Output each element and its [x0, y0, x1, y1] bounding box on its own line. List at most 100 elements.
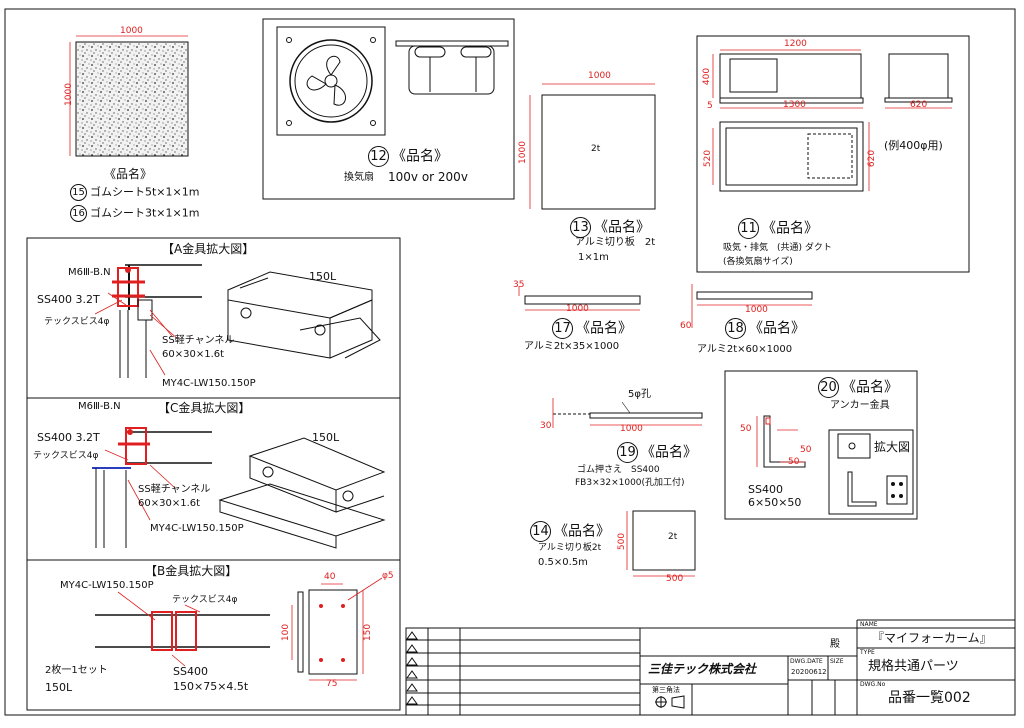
dim-100: 100 [281, 623, 292, 642]
drawing-type: 規格共通パーツ [868, 659, 959, 674]
dim-5: 5 [707, 101, 713, 111]
detail-b-frame [26, 559, 401, 711]
detail-b-ss400: SS400 [173, 665, 208, 678]
dim-50-a: 50 [740, 424, 752, 434]
dim-height-15: 1000 [63, 83, 74, 106]
anchor-bracket-drawing [724, 370, 918, 520]
part-17-heading: 17《品名》 [552, 318, 632, 339]
dwg-date-label: DWG.DATE [790, 658, 823, 665]
type-label: TYPE [860, 649, 875, 656]
part-11-heading: 11《品名》 [738, 218, 818, 239]
detail-a-tex: テックスビス4φ [44, 317, 110, 327]
part-number-badge: 17 [552, 318, 573, 339]
detail-a-m6: M6Ⅲ-B.N [68, 267, 111, 278]
part-18-label: 《品名》 [749, 320, 805, 337]
part-19-heading: 19《品名》 [617, 442, 697, 463]
detail-c-tex: テックスビス4φ [33, 451, 99, 461]
detail-a-drawing [94, 264, 381, 378]
part-number-badge: 14 [530, 521, 551, 542]
part-11-desc2: (各換気扇サイズ) [723, 257, 793, 267]
detail-c-chan2: 60×30×1.6t [138, 498, 201, 509]
dim-75: 75 [326, 679, 338, 689]
dwg-date: 20200612 [791, 668, 827, 676]
part-11-label: 《品名》 [762, 220, 818, 237]
dim-17-length: 1000 [566, 304, 589, 314]
detail-c-length: 150L [312, 431, 340, 444]
dim-400: 400 [702, 67, 713, 86]
part-20-zoom: 拡大図 [874, 440, 911, 454]
part-13-heading: 13《品名》 [570, 217, 650, 238]
dim-19-length: 1000 [620, 424, 643, 434]
part-20-heading: 20《品名》 [818, 377, 898, 398]
dim-phi5: φ5 [382, 571, 394, 581]
part-12-volt: 100v or 200v [388, 170, 468, 184]
dim-500-bottom: 500 [666, 574, 684, 584]
part-14-desc1: アルミ切り板2t [538, 543, 602, 553]
dim-60: 60 [680, 321, 692, 331]
detail-a-title: 【A金具拡大図】 [162, 242, 255, 256]
part-18-desc: アルミ2t×60×1000 [697, 344, 793, 355]
part-label-15-16: 《品名》 [104, 167, 153, 181]
dim-width-15: 1000 [120, 26, 143, 36]
alu-plate-13-drawing [529, 83, 656, 210]
name-label: NAME [860, 621, 878, 628]
part-18-heading: 18《品名》 [725, 318, 805, 339]
detail-a-ss400: SS400 3.2T [37, 293, 100, 306]
detail-b-my4c: MY4C-LW150.150P [60, 580, 154, 591]
rubber-sheet-drawing [69, 35, 189, 157]
dim-620-top: 620 [910, 100, 928, 110]
part-20-label: 《品名》 [842, 379, 898, 396]
size-label: SIZE [830, 658, 844, 665]
dim-width-13: 1000 [588, 71, 611, 81]
detail-b-title: 【B金具拡大図】 [145, 564, 238, 578]
dim-40: 40 [324, 572, 336, 582]
part-14-label: 《品名》 [554, 523, 610, 540]
alu-strip-17-drawing [518, 286, 641, 311]
detail-b-set: 2枚一1セット [45, 665, 108, 676]
part-13-center: 2t [591, 144, 601, 154]
drawing-name: 『マイフォーカーム』 [872, 631, 992, 645]
part-13-desc2: 1×1m [578, 252, 609, 263]
drawing-number: 品番一覧002 [888, 690, 971, 706]
dim-1200: 1200 [784, 39, 807, 49]
part-12-label: 《品名》 [392, 148, 448, 165]
part-11-note: (例400φ用) [884, 139, 943, 152]
dim-50-c: 50 [788, 457, 800, 467]
detail-c-chan1: SS軽チャンネル [138, 484, 211, 495]
detail-c-frame [26, 397, 401, 561]
part-14-desc2: 0.5×0.5m [538, 557, 588, 568]
part-20-desc: アンカー金具 [830, 400, 890, 411]
part-16-name: ゴムシート3t×1×1m [90, 206, 200, 220]
detail-c-title: 【C金具拡大図】 [158, 401, 251, 415]
part-15-name: ゴムシート5t×1×1m [90, 185, 200, 199]
part-number-badge: 18 [725, 318, 746, 339]
alu-strip-18-drawing [691, 284, 813, 328]
part-19-hole: 5φ孔 [628, 389, 651, 400]
part-number-badge: 12 [368, 146, 389, 167]
part-number-badge: 11 [738, 218, 759, 239]
dwg-no-label: DWG.No [860, 681, 886, 688]
detail-c-drawing [92, 427, 386, 549]
part-number-badge: 20 [818, 377, 839, 398]
dim-520: 520 [703, 149, 714, 168]
part-19-desc2: FB3×32×1000(孔加工付) [575, 478, 685, 488]
detail-a-length: 150L [309, 270, 337, 283]
dim-18-length: 1000 [745, 305, 768, 315]
dim-500-side: 500 [617, 532, 628, 551]
projection-label: 第三角法 [652, 686, 680, 694]
detail-c-m6: M6Ⅲ-B.N [78, 401, 121, 412]
dim-35: 35 [513, 280, 525, 290]
detail-a-chan1: SS軽チャンネル [162, 335, 235, 346]
detail-c-my4c: MY4C-LW150.150P [150, 523, 244, 534]
part-17-desc: アルミ2t×35×1000 [524, 341, 620, 352]
dim-1300: 1300 [783, 100, 806, 110]
company-logo: 三佳テック株式会社 [648, 662, 757, 676]
detail-c-ss400: SS400 3.2T [37, 431, 100, 444]
detail-a-chan2: 60×30×1.6t [162, 349, 225, 360]
part-17-label: 《品名》 [576, 320, 632, 337]
dim-150: 150 [363, 623, 374, 642]
part-number-badge: 16 [70, 205, 87, 222]
part-19-desc1: ゴム押さえ SS400 [577, 465, 660, 475]
